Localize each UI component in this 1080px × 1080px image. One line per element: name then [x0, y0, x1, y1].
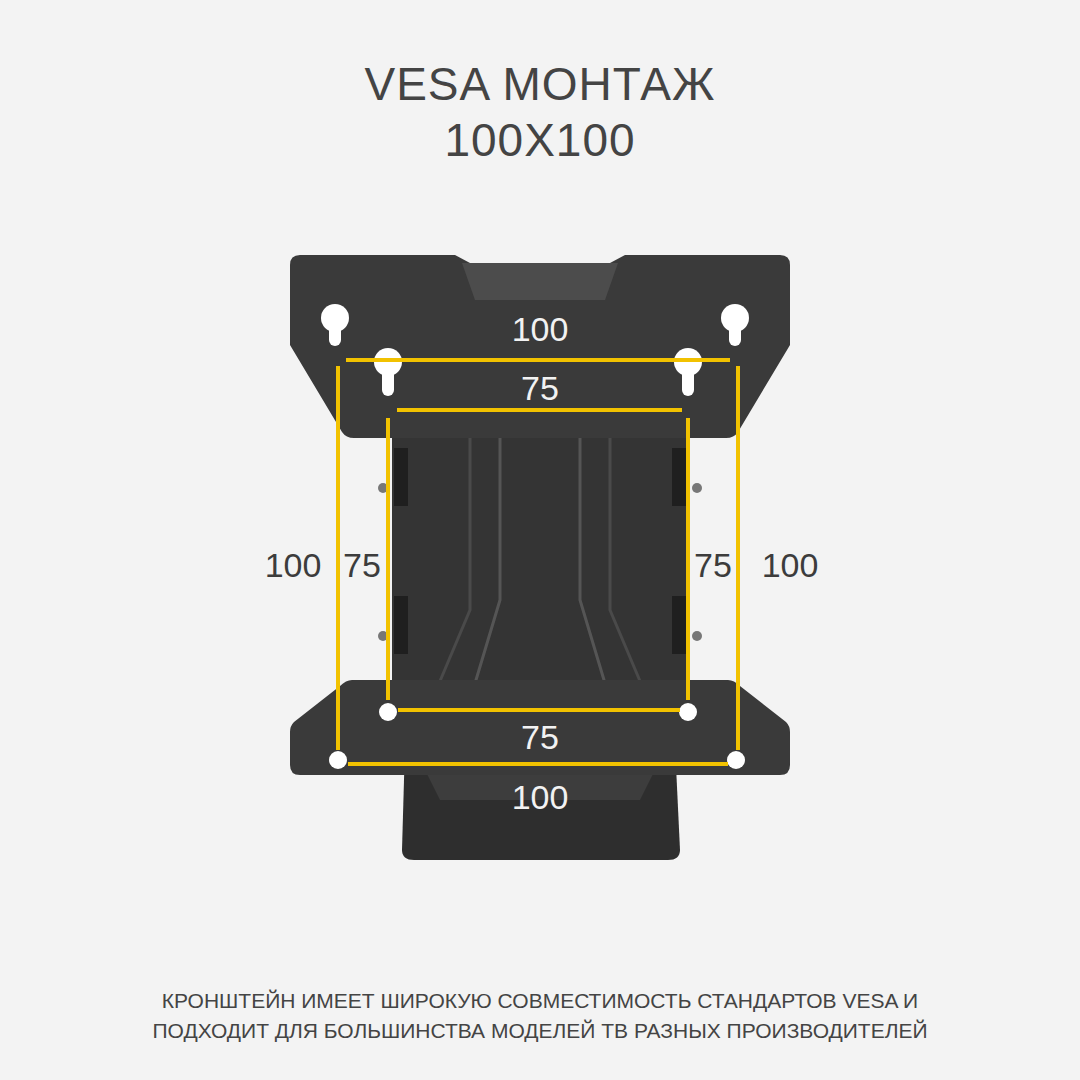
dimension-line — [348, 762, 728, 766]
mount-hole — [379, 703, 397, 721]
dimension-value: 100 — [265, 546, 322, 584]
dimension-value: 75 — [694, 546, 732, 584]
keyhole-slot — [729, 318, 741, 346]
screw — [692, 483, 702, 493]
side-bracket — [672, 596, 686, 654]
side-bracket — [394, 596, 408, 654]
dimension-value: 75 — [521, 718, 559, 756]
dimension-lines — [338, 360, 738, 764]
top-plate — [290, 255, 790, 438]
dimension-value: 100 — [512, 778, 569, 816]
keyholes — [321, 304, 749, 769]
mount-hole — [329, 751, 347, 769]
dimension-line — [336, 366, 340, 750]
dimension-line — [686, 418, 690, 700]
keyhole-slot — [329, 318, 341, 346]
bottom-plate — [290, 680, 790, 775]
keyhole-slot — [382, 362, 394, 396]
dimension-value: 75 — [343, 546, 381, 584]
dimension-line — [398, 708, 680, 712]
dimension-value: 100 — [512, 310, 569, 348]
dimension-value: 100 — [762, 546, 819, 584]
dimension-value: 75 — [521, 369, 559, 407]
mount-hole — [679, 703, 697, 721]
dimension-line — [736, 366, 740, 750]
dimension-line — [346, 358, 730, 362]
dimension-line — [386, 418, 390, 700]
caption: КРОНШТЕЙН ИМЕЕТ ШИРОКУЮ СОВМЕСТИМОСТЬ СТ… — [30, 986, 1050, 1046]
title: VESA МОНТАЖ 100X100 — [340, 56, 740, 168]
side-bracket — [672, 448, 686, 506]
keyhole-slot — [682, 362, 694, 396]
top-channel — [462, 263, 618, 300]
side-bracket — [394, 448, 408, 506]
screw — [692, 631, 702, 641]
mount-hole — [727, 751, 745, 769]
dimension-line — [397, 408, 682, 412]
